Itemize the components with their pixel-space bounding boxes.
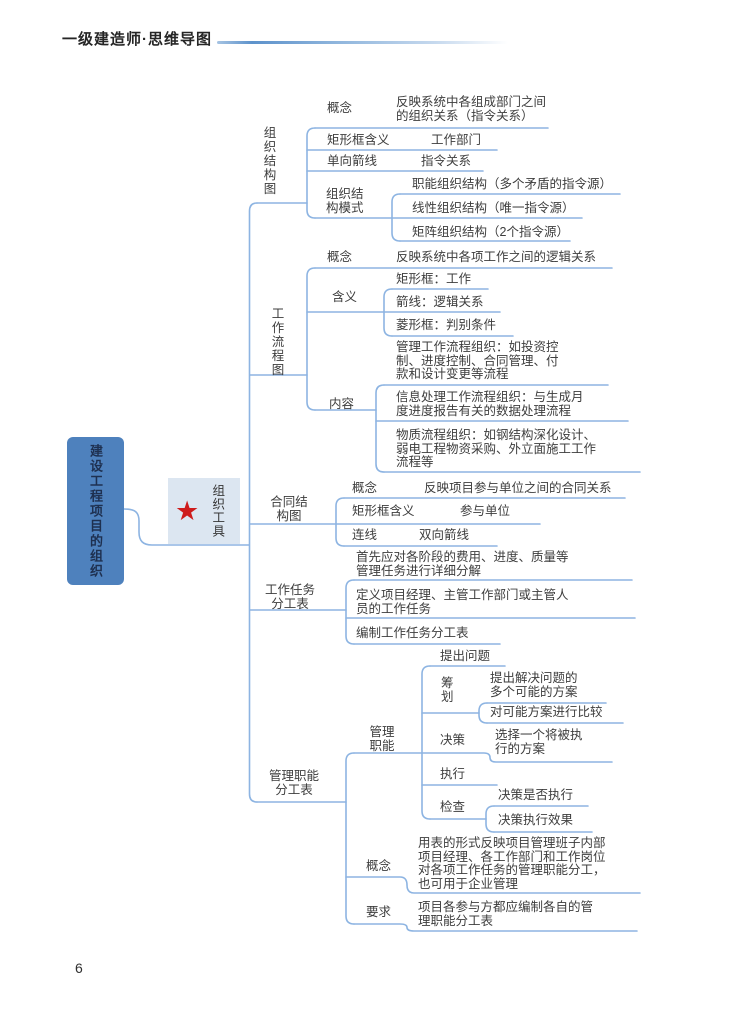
root-node: 建设工程项目的组织 <box>67 437 124 585</box>
task-step-define: 定义项目经理、主管工作部门或主管人员的工作任务 <box>356 588 569 616</box>
tool-node-label: 组织工具 <box>210 484 225 538</box>
func-concept-label: 概念 <box>366 859 392 873</box>
org-chart-arrow-value: 指令关系 <box>421 154 472 168</box>
red-star-icon: ★ <box>175 495 200 526</box>
contract-rect-label: 矩形框含义 <box>352 504 415 518</box>
mgmt-functions-label: 管理职能 <box>369 725 395 753</box>
org-chart-mode-linear: 线性组织结构（唯一指令源） <box>412 201 575 215</box>
workflow-content-material: 物质流程组织：如钢结构深化设计、弱电工程物资采购、外立面施工工作流程等 <box>396 428 597 469</box>
func-req-value: 项目各参与方都应编制各自的管理职能分工表 <box>418 900 594 928</box>
connector-root-tool <box>123 508 250 546</box>
page-title: 一级建造师·思维导图 <box>62 31 212 48</box>
contract-concept-label: 概念 <box>352 481 378 495</box>
plan-options: 提出解决问题的多个可能的方案 <box>490 671 578 699</box>
func-plan-label: 筹划 <box>441 676 454 704</box>
workflow-content-label: 内容 <box>329 397 355 411</box>
func-execute-label: 执行 <box>440 767 466 781</box>
branch-contract-label: 合同结构图 <box>270 495 308 523</box>
org-chart-concept-value: 反映系统中各组成部门之间的组织关系（指令关系） <box>396 95 547 123</box>
workflow-meaning-label: 含义 <box>332 290 358 304</box>
plan-compare: 对可能方案进行比较 <box>490 705 603 719</box>
contract-concept-value: 反映项目参与单位之间的合同关系 <box>424 481 612 495</box>
tool-node: ★ 组织工具 <box>168 478 240 544</box>
workflow-concept-value: 反映系统中各项工作之间的逻辑关系 <box>396 250 597 264</box>
workflow-content-info: 信息处理工作流程组织：与生成月度进度报告有关的数据处理流程 <box>396 390 584 418</box>
header-rule <box>217 41 508 44</box>
task-step-decompose: 首先应对各阶段的费用、进度、质量等管理任务进行详细分解 <box>356 550 569 578</box>
root-node-label: 建设工程项目的组织 <box>88 443 103 579</box>
org-chart-concept-label: 概念 <box>327 101 353 115</box>
check-exec: 决策是否执行 <box>498 788 574 802</box>
org-chart-mode-matrix: 矩阵组织结构（2个指令源） <box>412 225 569 239</box>
func-check-label: 检查 <box>440 800 466 814</box>
branch-org-chart-label: 组织结构图 <box>261 126 276 196</box>
workflow-content-mgmt: 管理工作流程组织：如投资控制、进度控制、合同管理、付款和设计变更等流程 <box>396 340 559 381</box>
org-chart-modes-label: 组织结构模式 <box>326 187 364 215</box>
func-decide-label: 决策 <box>440 733 466 747</box>
func-concept-value: 用表的形式反映项目管理班子内部项目经理、各工作部门和工作岗位对各项工作任务的管理… <box>418 836 606 891</box>
branch-workflow-label: 工作流程图 <box>269 307 284 377</box>
workflow-concept-label: 概念 <box>327 250 353 264</box>
org-chart-arrow-label: 单向箭线 <box>327 154 378 168</box>
org-chart-rect-value: 工作部门 <box>431 133 482 147</box>
workflow-meaning-arrow: 箭线：逻辑关系 <box>396 295 484 309</box>
contract-line-value: 双向箭线 <box>419 528 470 542</box>
org-chart-mode-functional: 职能组织结构（多个矛盾的指令源） <box>412 177 613 191</box>
branch-function-division-label: 管理职能分工表 <box>268 769 319 797</box>
func-req-label: 要求 <box>366 905 392 919</box>
contract-rect-value: 参与单位 <box>460 504 511 518</box>
contract-line-label: 连线 <box>352 528 378 542</box>
check-effect: 决策执行效果 <box>498 813 574 827</box>
page-number: 6 <box>75 960 83 976</box>
func-propose: 提出问题 <box>440 649 491 663</box>
workflow-meaning-diamond: 菱形框：判别条件 <box>396 318 497 332</box>
task-step-compile: 编制工作任务分工表 <box>356 626 469 640</box>
org-chart-rect-label: 矩形框含义 <box>327 133 390 147</box>
decide-value: 选择一个将被执行的方案 <box>495 728 583 756</box>
connector-main-trunk <box>248 202 258 803</box>
workflow-meaning-rect: 矩形框：工作 <box>396 272 472 286</box>
branch-task-division-label: 工作任务分工表 <box>264 583 315 611</box>
